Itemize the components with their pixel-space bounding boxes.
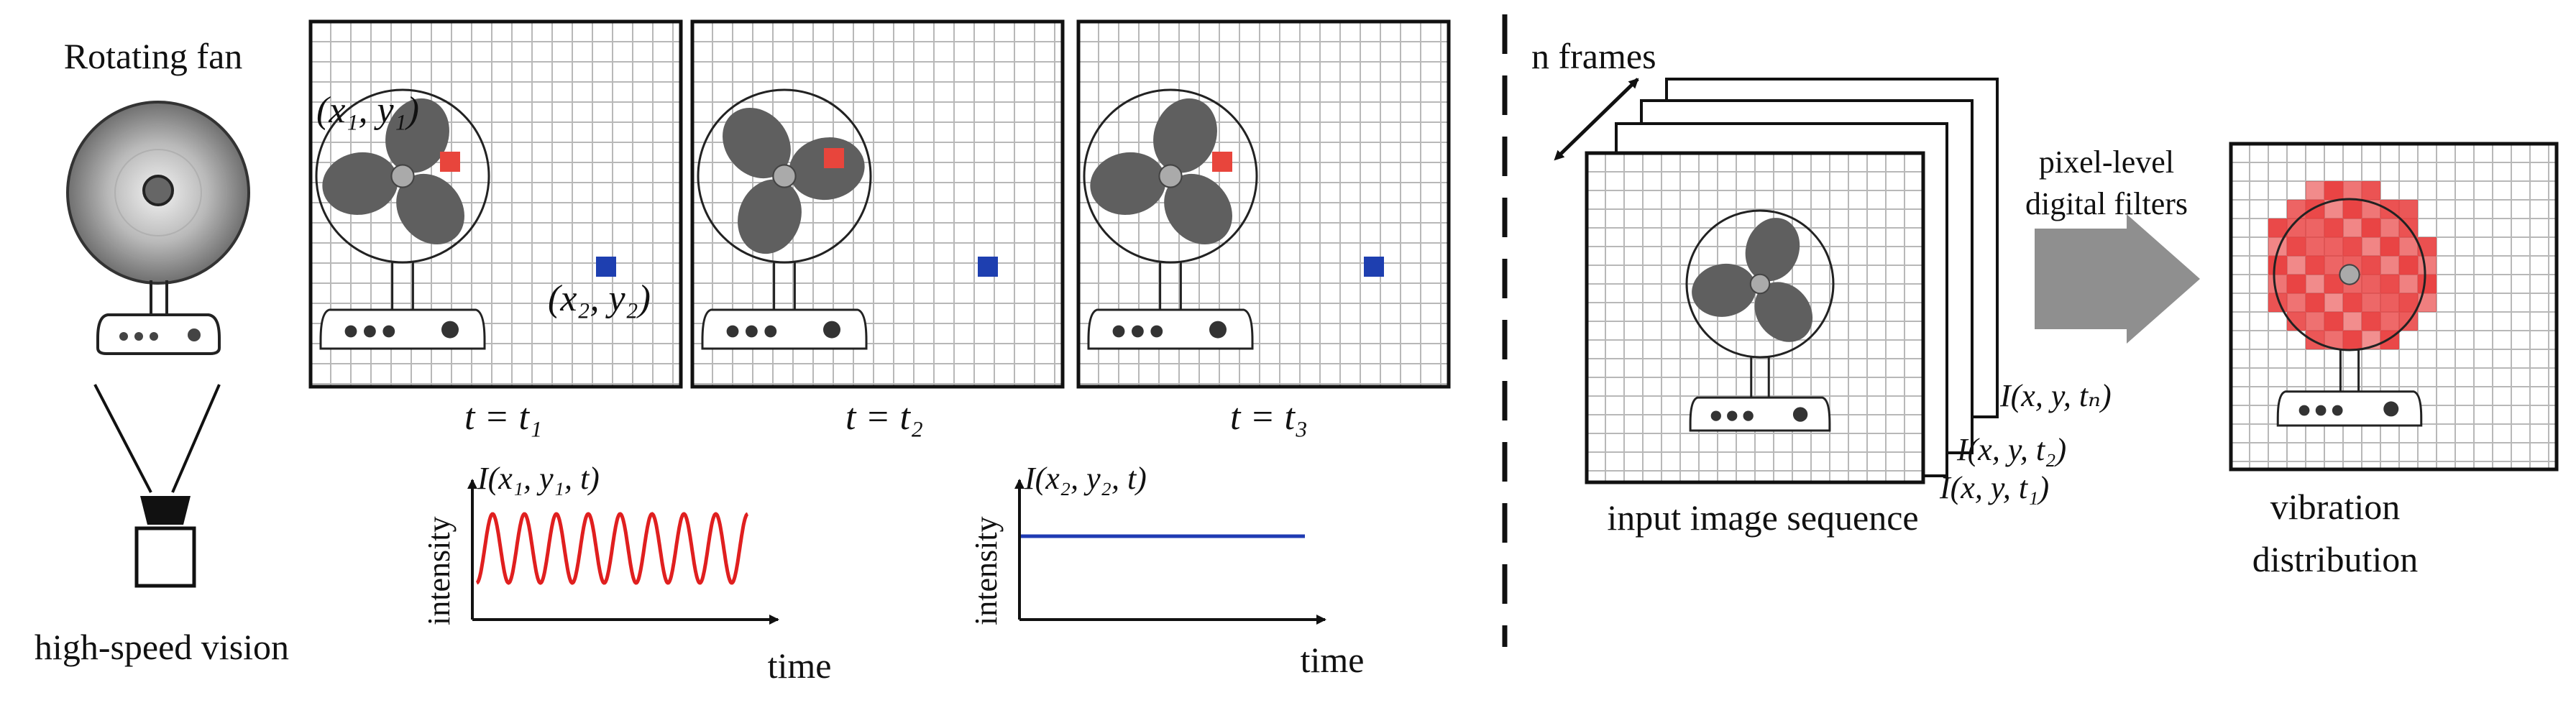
oscillating-signal-line <box>475 512 749 585</box>
time-label-t3: t = t₃ <box>1230 397 1308 438</box>
output-frame-border <box>2229 142 2559 472</box>
time-label-t2: t = t₂ <box>845 397 923 438</box>
intensity-plot-1: I(x₁, y₁, t) intensity time <box>421 461 831 686</box>
vibration-distribution-image <box>2229 142 2559 472</box>
red-pixel-marker <box>440 152 460 172</box>
rotating-fan-illustration: Rotating fan <box>64 36 250 355</box>
blue-pixel-marker <box>1364 257 1384 277</box>
plot2-xlabel: time <box>1301 640 1365 680</box>
fan-drawing <box>1083 88 1258 350</box>
fan-drawing <box>697 88 872 350</box>
stack-label-t2: I(x, y, t₂) <box>1956 432 2066 467</box>
fan-drawing <box>315 88 490 350</box>
blue-pixel-marker <box>978 257 998 277</box>
frames-depth-arrow <box>1554 78 1639 161</box>
blue-pixel-marker <box>596 257 616 277</box>
frame-3 <box>1076 19 1451 389</box>
frame-2 <box>690 19 1065 389</box>
frame-border <box>690 19 1065 389</box>
plot1-title: I(x₁, y₁, t) <box>477 461 600 496</box>
point2-label: (x₂, y₂) <box>548 278 651 319</box>
red-pixel-marker <box>1212 152 1232 172</box>
plot2-ylabel: intensity <box>968 516 1004 625</box>
stack-label-tn: I(x, y, tₙ) <box>1999 378 2112 413</box>
sequence-label: input image sequence <box>1607 497 1918 538</box>
plot1-ylabel: intensity <box>421 516 457 625</box>
point1-label: (x₁, y₁) <box>316 90 419 131</box>
fan-drawing <box>2273 198 2426 427</box>
stack-label-t1: I(x, y, t₁) <box>1939 470 2049 505</box>
plot1-xlabel: time <box>768 645 832 686</box>
output-label-line1: vibration <box>2270 487 2401 527</box>
fan-drawing <box>1685 209 1835 432</box>
filter-label-line2: digital filters <box>2025 186 2188 221</box>
stack-front-frame <box>1585 151 1925 484</box>
red-pixel-marker <box>824 148 844 168</box>
time-label-t1: t = t₁ <box>464 397 542 438</box>
frame-1 <box>308 19 683 389</box>
captured-frames <box>308 19 1451 389</box>
output-label-line2: distribution <box>2252 539 2419 579</box>
frame-border <box>1076 19 1451 389</box>
fan-label: Rotating fan <box>64 36 243 76</box>
plot2-title: I(x₂, y₂, t) <box>1024 461 1147 496</box>
n-frames-label: n frames <box>1531 36 1656 76</box>
filter-label-line1: pixel-level <box>2039 144 2174 180</box>
intensity-plot-2: I(x₂, y₂, t) intensity time <box>968 461 1364 680</box>
high-speed-camera: high-speed vision <box>35 384 289 667</box>
filter-arrow <box>2035 214 2200 344</box>
input-image-stack <box>1585 78 1999 484</box>
camera-label: high-speed vision <box>35 627 289 667</box>
frame-border <box>308 19 683 389</box>
